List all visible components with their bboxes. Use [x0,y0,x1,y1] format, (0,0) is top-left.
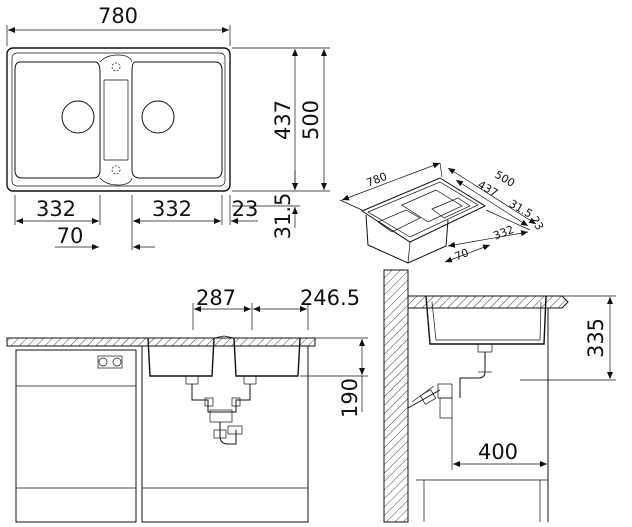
iso-edge-back: 31.5 [507,197,535,221]
iso-width: 780 [365,170,389,190]
dim-height-inner: 437 [271,100,295,140]
right-bowl-front [233,337,301,377]
countertop [6,337,316,347]
overflow-icon [111,165,121,175]
dim-bowl-height: 190 [338,378,362,418]
drain-pipe-side [459,352,486,398]
dim-drain-left: 287 [196,286,236,310]
iso-offset: 70 [453,246,471,263]
front-view: 287 246.5 190 [6,286,368,523]
dim-drain-right: 246.5 [300,286,360,310]
left-bowl-top [14,61,101,179]
dim-wall-distance: 400 [478,440,518,464]
dim-edge-right: 23 [232,197,259,221]
dim-drain-offset: 70 [57,224,84,248]
sink-outline-top [6,47,231,192]
dim-bowl-right: 332 [152,197,192,221]
side-view: 335 400 [383,269,616,523]
countertop-side [407,295,569,309]
iso-bowl: 332 [492,223,516,243]
knob-icon [98,357,108,367]
dim-height-outer: 500 [299,100,323,140]
iso-edge-side: 23 [528,214,546,233]
right-drain-icon [141,100,175,134]
sink-cabinet [141,345,309,523]
dim-bowl-left: 332 [36,197,76,221]
dim-depth-side: 335 [584,318,608,358]
left-drain-icon [61,100,95,134]
drain-pipe-front [191,384,251,413]
dim-width-top: 780 [98,4,138,28]
left-bowl-front [147,337,215,377]
top-view: 780 437 500 31.5 332 332 23 70 [6,4,330,250]
appliance-cabinet [15,349,137,523]
knob-icon [112,357,122,367]
dim-edge-bottom: 31.5 [271,193,295,240]
trap-front [219,422,237,445]
iso-view: 780 500 437 31.5 23 332 70 [339,162,546,264]
tap-hole-icon [111,62,121,72]
right-bowl-top [131,61,223,179]
wall [383,269,409,523]
